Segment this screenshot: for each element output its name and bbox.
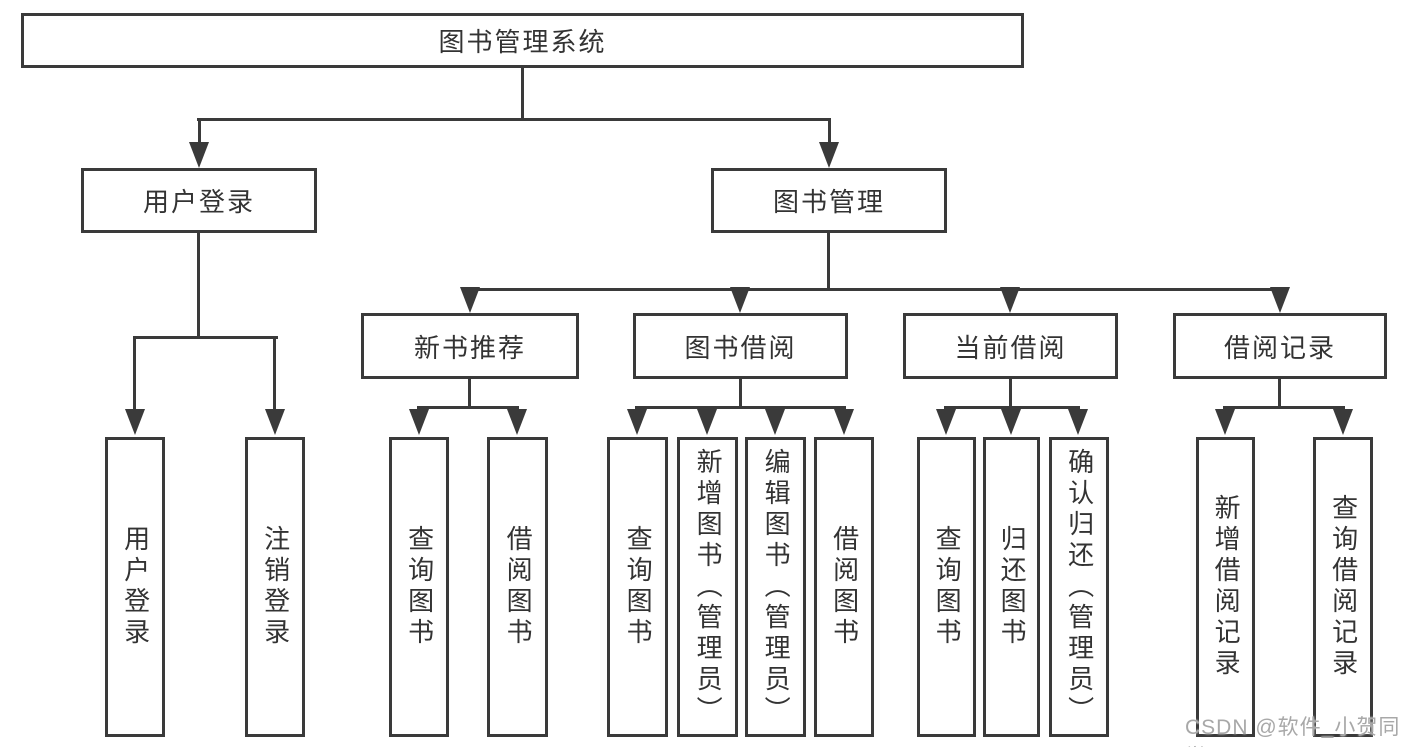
node-label: 查询图书 [623,525,654,649]
node-book-borrowing: 图书借阅 [633,313,848,379]
arrow-down-icon [507,409,527,435]
leaf-borrow-books: 借阅图书 [814,437,874,737]
arrow-down-icon [1068,409,1088,435]
leaf-return-books: 归还图书 [983,437,1040,737]
connector-line [198,118,201,144]
connector-line [197,118,831,121]
node-label: 查询借阅记录 [1328,494,1359,680]
node-label: 图书借阅 [684,332,797,363]
connector-line [1009,377,1012,408]
node-label: 归还图书 [997,525,1028,649]
leaf-edit-books-admin: 编辑图书（管理员） [745,437,806,737]
connector-line [273,336,276,411]
csdn-watermark: CSDN @软件_小贺同学 [1185,716,1401,747]
node-label: 查询图书 [932,525,963,649]
arrow-down-icon [627,409,647,435]
leaf-add-borrow-record: 新增借阅记录 [1196,437,1255,737]
connector-line [635,406,846,409]
arrow-down-icon [1333,409,1353,435]
connector-line [468,288,1281,291]
node-label: 借阅记录 [1223,332,1336,363]
node-label: 查询图书 [404,525,435,649]
arrow-down-icon [189,142,209,168]
connector-line [944,406,1080,409]
node-library-management-system: 图书管理系统 [21,13,1024,68]
connector-line [1223,406,1345,409]
leaf-borrow-books: 借阅图书 [487,437,548,737]
connector-line [521,66,524,121]
node-label: 图书管理系统 [438,27,607,57]
leaf-query-borrow-record: 查询借阅记录 [1313,437,1373,737]
node-label: 新书推荐 [413,332,526,363]
arrow-down-icon [936,409,956,435]
node-book-management: 图书管理 [711,168,947,233]
arrow-down-icon [1000,287,1020,313]
connector-line [133,336,278,339]
connector-line [197,231,200,338]
arrow-down-icon [697,409,717,435]
arrow-down-icon [1270,287,1290,313]
leaf-confirm-return-admin: 确认归还（管理员） [1049,437,1109,737]
connector-line [417,406,519,409]
arrow-down-icon [1215,409,1235,435]
node-label: 用户登录 [142,187,255,217]
connector-line [468,377,471,408]
connector-line [133,336,136,411]
node-label: 借阅图书 [503,525,534,649]
arrow-down-icon [730,287,750,313]
node-label: 借阅图书 [829,525,860,649]
connector-line [739,377,742,408]
node-label: 新增图书（管理员） [693,447,724,727]
arrow-down-icon [1001,409,1021,435]
arrow-down-icon [265,409,285,435]
node-label: 新增借阅记录 [1211,494,1242,680]
leaf-query-books: 查询图书 [389,437,449,737]
leaf-add-books-admin: 新增图书（管理员） [677,437,738,737]
arrow-down-icon [819,142,839,168]
connector-line [1278,377,1281,408]
node-user-login: 用户登录 [81,168,317,233]
connector-line [828,118,831,144]
leaf-query-books: 查询图书 [607,437,668,737]
arrow-down-icon [834,409,854,435]
leaf-query-books: 查询图书 [917,437,976,737]
arrow-down-icon [125,409,145,435]
node-new-book-recommendation: 新书推荐 [361,313,579,379]
arrow-down-icon [460,287,480,313]
node-label: 确认归还（管理员） [1064,447,1095,727]
leaf-user-login: 用户登录 [105,437,165,737]
node-label: 用户登录 [120,525,151,649]
node-label: 图书管理 [772,187,885,217]
node-label: 注销登录 [260,525,291,649]
leaf-logout: 注销登录 [245,437,305,737]
node-label: 当前借阅 [954,332,1067,363]
node-current-borrowing: 当前借阅 [903,313,1118,379]
node-label: 编辑图书（管理员） [761,447,792,727]
node-borrowing-records: 借阅记录 [1173,313,1387,379]
arrow-down-icon [409,409,429,435]
connector-line [827,231,830,290]
arrow-down-icon [765,409,785,435]
